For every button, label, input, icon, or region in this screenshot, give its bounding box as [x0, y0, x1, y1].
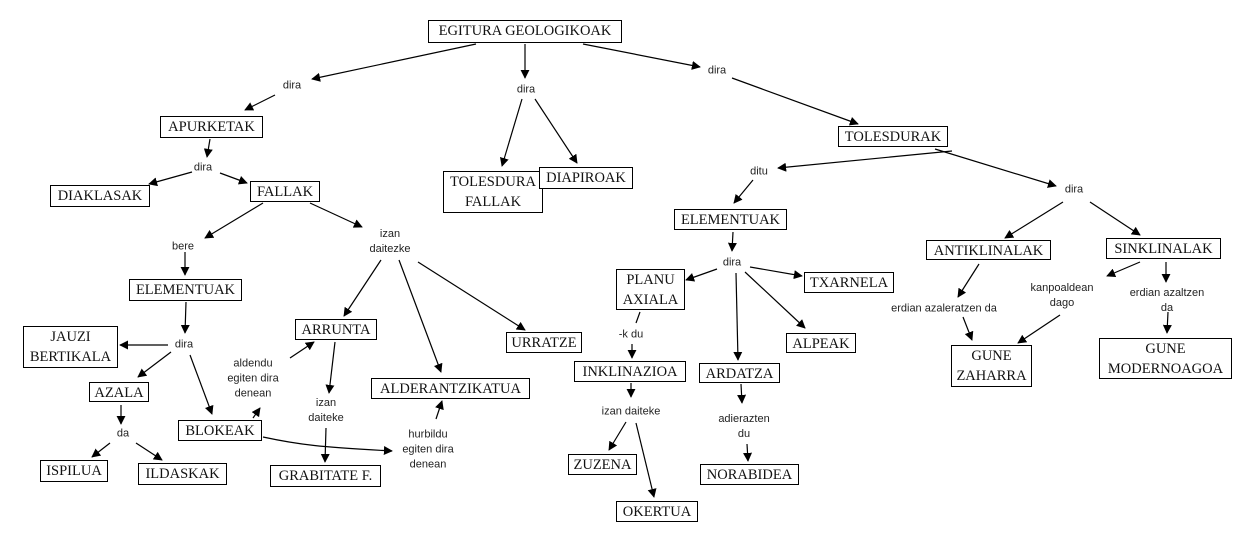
- connector-line: [500, 98, 523, 167]
- connector-line: [582, 43, 701, 70]
- node-urratze[interactable]: URRATZE: [506, 332, 582, 353]
- node-txarnela[interactable]: TXARNELA: [804, 272, 894, 293]
- connector-line: [398, 259, 443, 373]
- connector-line: [962, 316, 974, 341]
- link-label-izan-daitezke: izan daitezke: [369, 228, 411, 255]
- connector-line: [743, 443, 753, 462]
- link-label-aldendu: aldendu egiten dira denean: [227, 357, 279, 400]
- link-label-dira: dira: [707, 64, 727, 77]
- node-antiklinalak[interactable]: ANTIKLINALAK: [926, 240, 1051, 260]
- connector-line: [417, 261, 526, 331]
- node-ildaskak[interactable]: ILDASKAK: [138, 463, 227, 485]
- node-jauzi-bertikala[interactable]: JAUZI BERTIKALA: [23, 326, 118, 368]
- connector-curve: [262, 436, 393, 456]
- node-diapiroak[interactable]: DIAPIROAK: [539, 167, 633, 189]
- link-label-dira: dira: [193, 161, 213, 174]
- connector-line: [180, 301, 190, 334]
- connector-line: [204, 202, 264, 239]
- connector-line: [435, 400, 444, 420]
- node-norabidea[interactable]: NORABIDEA: [700, 464, 799, 485]
- connector-line: [733, 179, 754, 204]
- connector-line: [219, 172, 248, 185]
- node-elementuak-fallak[interactable]: ELEMENTUAK: [129, 279, 242, 301]
- node-zuzena[interactable]: ZUZENA: [568, 454, 637, 475]
- link-label-dira: dira: [516, 83, 536, 96]
- node-alderantzikatua[interactable]: ALDERANTZIKATUA: [371, 378, 530, 399]
- node-grabitate-f[interactable]: GRABITATE F.: [270, 465, 381, 487]
- connector-line: [957, 263, 980, 298]
- link-label-adierazten-du: adierazten du: [718, 413, 770, 440]
- connector-line: [749, 266, 803, 280]
- connector-line: [744, 271, 806, 329]
- link-label-hurbildu: hurbildu egiten dira denean: [402, 428, 454, 471]
- link-label-erdian-azaltzen-da: erdian azaltzen da: [1129, 287, 1205, 314]
- connector-line: [203, 138, 213, 158]
- connector-line: [733, 272, 743, 361]
- connector-line: [311, 43, 477, 82]
- link-label-da: da: [116, 427, 130, 440]
- node-arrunta[interactable]: ARRUNTA: [295, 319, 377, 340]
- node-gune-modernoagoa[interactable]: GUNE MODERNOAGOA: [1099, 338, 1232, 379]
- connector-line: [727, 231, 737, 252]
- link-label-dira: dira: [282, 79, 302, 92]
- connector-line: [309, 202, 363, 228]
- node-fallak[interactable]: FALLAK: [250, 181, 320, 202]
- connector-line: [685, 268, 718, 282]
- connector-line: [608, 421, 627, 451]
- node-planu-axiala[interactable]: PLANU AXIALA: [616, 269, 685, 310]
- link-label-k-du: -k du: [618, 328, 644, 341]
- node-egitura-geologikoak[interactable]: EGITURA GEOLOGIKOAK: [428, 20, 622, 43]
- link-label-bere: bere: [171, 240, 195, 253]
- connector-line: [251, 407, 261, 419]
- link-label-dira: dira: [174, 338, 194, 351]
- connector-line: [325, 341, 336, 394]
- node-tolesdura-fallak[interactable]: TOLESDURA FALLAK: [443, 171, 543, 213]
- connector-line: [135, 442, 163, 461]
- link-label-dira: dira: [1064, 183, 1084, 196]
- link-label-izan-daiteke: izan daiteke: [308, 397, 344, 424]
- connector-line: [1162, 311, 1172, 334]
- node-alpeak[interactable]: ALPEAK: [786, 333, 856, 353]
- node-ardatza[interactable]: ARDATZA: [699, 363, 780, 383]
- node-inklinazioa[interactable]: INKLINAZIOA: [574, 361, 686, 382]
- connector-line: [289, 341, 315, 359]
- link-label-izan-daiteke: izan daiteke: [601, 405, 661, 418]
- connector-line: [635, 422, 657, 498]
- link-label-kanpoaldean-dago: kanpoaldean dago: [1030, 282, 1094, 309]
- connector-line: [189, 354, 214, 415]
- node-elementuak-tolesdurak[interactable]: ELEMENTUAK: [674, 209, 787, 230]
- connector-line: [137, 351, 172, 378]
- connector-line: [148, 171, 193, 187]
- node-azala[interactable]: AZALA: [89, 382, 149, 402]
- connector-line: [737, 383, 747, 404]
- connector-line: [1089, 201, 1141, 236]
- connector-line: [91, 442, 111, 458]
- connector-line: [1004, 201, 1064, 239]
- connector-line: [934, 148, 1057, 188]
- connector-line: [244, 94, 276, 111]
- connector-line: [777, 150, 953, 172]
- node-apurketak[interactable]: APURKETAK: [160, 116, 263, 138]
- connector-line: [534, 98, 578, 164]
- node-blokeak[interactable]: BLOKEAK: [178, 420, 262, 441]
- node-okertua[interactable]: OKERTUA: [616, 501, 698, 522]
- connector-line: [731, 77, 859, 126]
- node-gune-zaharra[interactable]: GUNE ZAHARRA: [951, 345, 1032, 387]
- node-ispilua[interactable]: ISPILUA: [40, 460, 108, 482]
- connector-line: [1017, 314, 1061, 344]
- connector-line: [343, 259, 382, 317]
- node-diaklasak[interactable]: DIAKLASAK: [50, 185, 150, 207]
- connector-line: [320, 427, 330, 463]
- node-tolesdurak[interactable]: TOLESDURAK: [838, 126, 948, 147]
- node-sinklinalak[interactable]: SINKLINALAK: [1106, 238, 1221, 259]
- connector-line: [635, 311, 641, 324]
- link-label-ditu: ditu: [750, 165, 768, 178]
- connector-line: [1106, 261, 1141, 277]
- link-label-dira: dira: [722, 256, 742, 269]
- link-label-erdian-azaleratzen-da: erdian azaleratzen da: [891, 302, 997, 315]
